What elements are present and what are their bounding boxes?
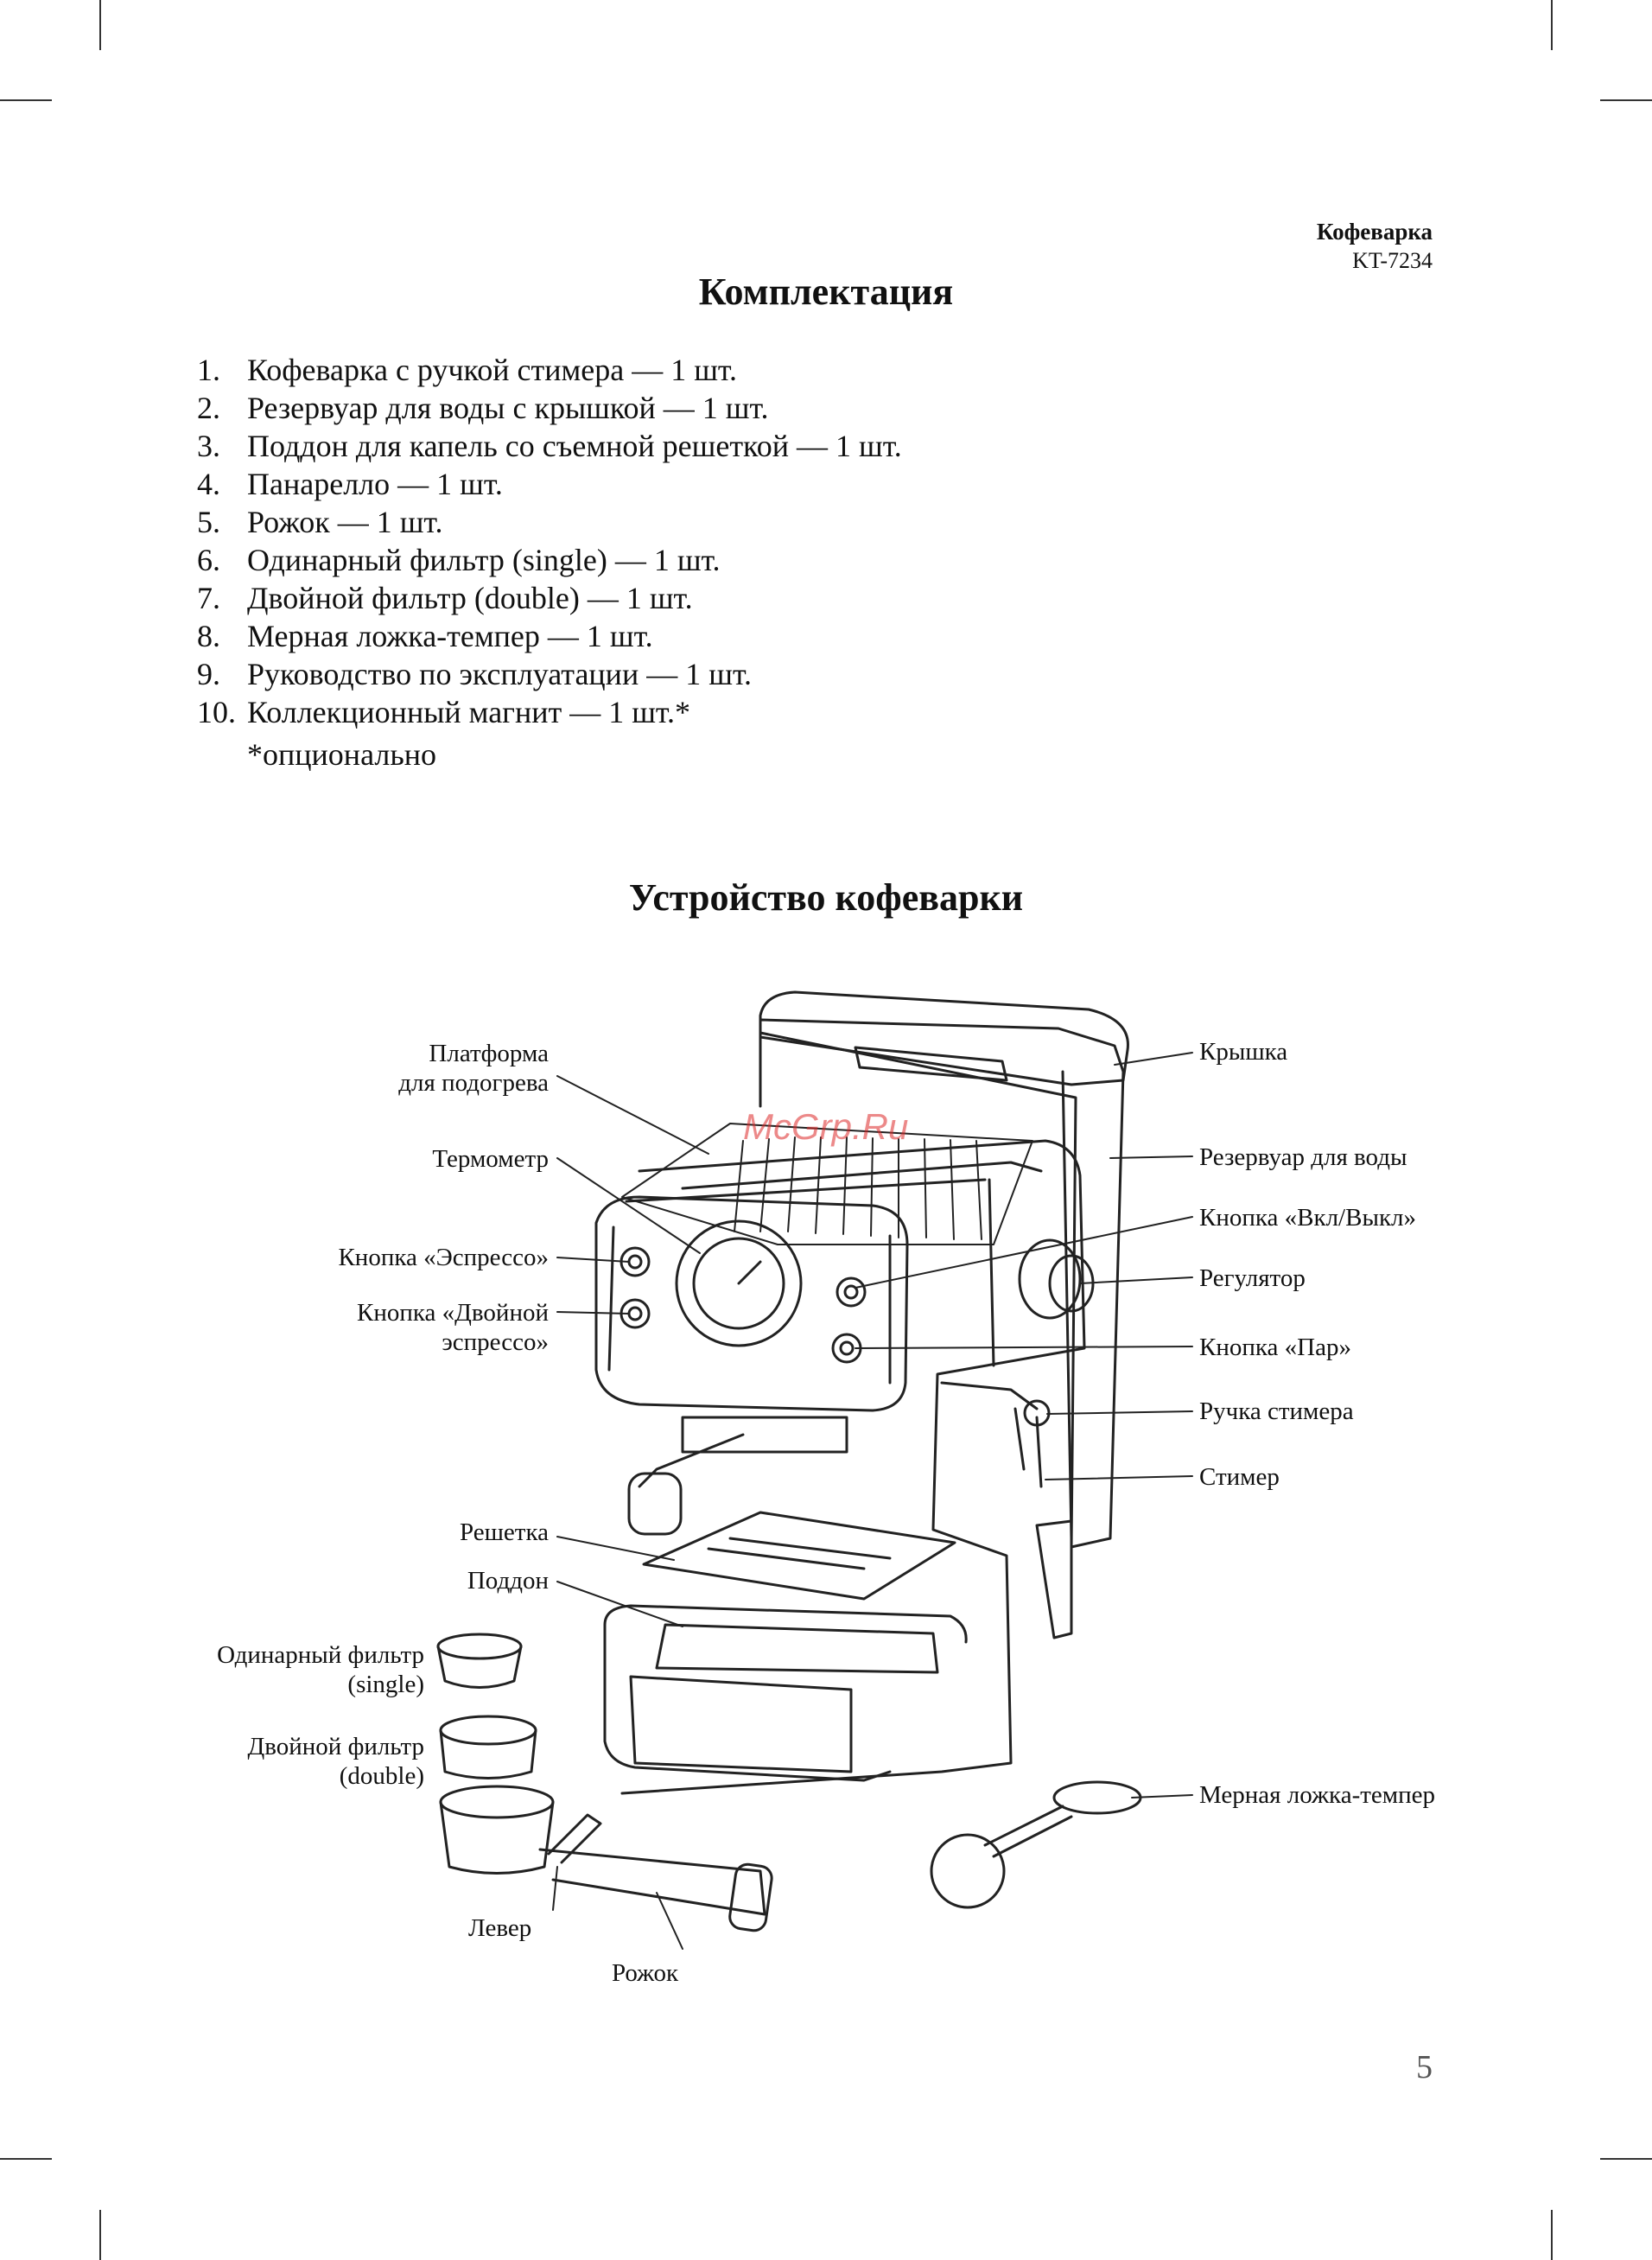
control-panel — [594, 1195, 909, 1412]
crop-mark — [1600, 99, 1652, 101]
kit-list: 1.Кофеварка с ручкой стимера — 1 шт. 2.Р… — [197, 351, 902, 731]
list-item: 3.Поддон для капель со съемной решеткой … — [197, 429, 902, 463]
double-filter — [439, 1715, 537, 1779]
label-double-espresso-button: Кнопка «Двойной эспрессо» — [357, 1299, 549, 1356]
label-espresso-button: Кнопка «Эспрессо» — [338, 1244, 549, 1271]
label-power-button: Кнопка «Вкл/Выкл» — [1199, 1204, 1417, 1232]
label-single-filter: Одинарный фильтр (single) — [217, 1641, 424, 1698]
list-item: 4.Панарелло — 1 шт. — [197, 467, 503, 501]
single-filter — [436, 1633, 523, 1689]
list-item: 8.Мерная ложка-темпер — 1 шт. — [197, 619, 653, 653]
header-model: KT-7234 — [1352, 248, 1433, 273]
crop-mark — [0, 2158, 52, 2160]
label-tray: Поддон — [467, 1567, 549, 1595]
watermark: McGrp.Ru — [743, 1106, 909, 1147]
label-holder: Рожок — [612, 1959, 679, 1987]
label-tamper: Мерная ложка-темпер — [1199, 1781, 1436, 1809]
leader-lines — [552, 1052, 1193, 1950]
page-number: 5 — [1416, 2049, 1433, 2085]
label-platform: Платформа для подогрева — [398, 1040, 549, 1097]
label-double-filter: Двойной фильтр (double) — [247, 1733, 424, 1790]
label-steamer: Стимер — [1199, 1463, 1280, 1491]
header-title: Кофеварка — [1316, 219, 1433, 245]
label-regulator: Регулятор — [1199, 1264, 1306, 1292]
portafilter — [439, 1785, 773, 1932]
kit-title: Комплектация — [698, 271, 954, 313]
crop-mark — [99, 2210, 101, 2260]
crop-mark — [1600, 2158, 1652, 2160]
label-lid: Крышка — [1199, 1038, 1288, 1066]
lid — [759, 990, 1129, 1086]
thermometer-icon — [675, 1219, 803, 1347]
label-steam-handle: Ручка стимера — [1199, 1397, 1354, 1425]
device-title: Устройство кофеварки — [628, 876, 1024, 919]
label-thermometer: Термометр — [432, 1145, 549, 1173]
list-item: 10.Коллекционный магнит — 1 шт.* — [197, 695, 690, 729]
grate — [642, 1511, 956, 1601]
list-item: 7.Двойной фильтр (double) — 1 шт. — [197, 581, 693, 615]
portafilter-mounted — [627, 1416, 848, 1536]
label-water-tank: Резервуар для воды — [1199, 1143, 1407, 1171]
crop-mark — [1551, 2210, 1553, 2260]
warming-platform — [621, 1123, 1033, 1245]
list-item: 1.Кофеварка с ручкой стимера — 1 шт. — [197, 353, 737, 387]
label-lever: Левер — [468, 1914, 532, 1942]
crop-mark — [1551, 0, 1553, 50]
crop-mark — [99, 0, 101, 50]
kit-note: *опционально — [247, 737, 437, 772]
list-item: 6.Одинарный фильтр (single) — 1 шт. — [197, 543, 721, 577]
tamper — [930, 1780, 1142, 1909]
drip-tray — [603, 1604, 968, 1674]
list-item: 5.Рожок — 1 шт. — [197, 505, 443, 539]
water-tank — [759, 1018, 1125, 1549]
label-grate: Решетка — [459, 1518, 549, 1546]
list-item: 2.Резервуар для воды с крышкой — 1 шт. — [197, 391, 769, 425]
crop-mark — [0, 99, 52, 101]
label-steam-button: Кнопка «Пар» — [1199, 1334, 1351, 1361]
machine-body — [620, 1139, 1086, 1795]
list-item: 9.Руководство по эксплуатации — 1 шт. — [197, 657, 752, 691]
base — [603, 1623, 892, 1782]
